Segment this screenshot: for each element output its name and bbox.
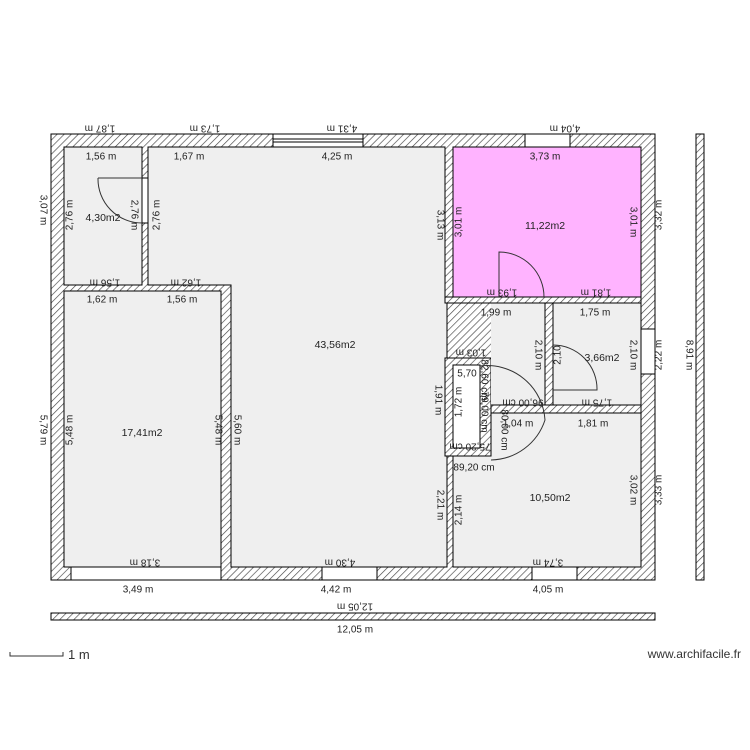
dimension-label: 82,60 cm <box>478 359 489 400</box>
dimension-label: 5,60 m <box>231 415 242 446</box>
dimension-label: 2,76 m <box>128 200 139 231</box>
dimension-label: 1,67 m <box>174 152 205 163</box>
closet <box>452 364 481 449</box>
dimension-label: 3,33 m <box>654 475 665 506</box>
dimension-label: 1,56 m <box>90 276 121 287</box>
dimension-label: 1,62 m <box>171 276 202 287</box>
room-bedroom-left <box>63 290 222 568</box>
dimension-label: 1,04 m <box>503 419 534 430</box>
dimension-label: 1,81 m <box>581 286 612 297</box>
hallway-wall-top <box>444 296 642 304</box>
room-area-label: 43,56m2 <box>315 339 356 351</box>
dimension-label: 3,18 m <box>130 556 161 567</box>
dimension-label: 79,00 cm <box>478 391 489 432</box>
dimension-label: 3,01 m <box>627 207 638 238</box>
dimension-label: 1,99 m <box>481 308 512 319</box>
room-area-label: 4,30m2 <box>85 212 120 224</box>
door-pink <box>498 251 545 298</box>
dimension-label: 1,73 m <box>190 122 221 133</box>
dimension-label: 3,13 m <box>434 210 445 241</box>
dimension-label: 1,87 m <box>85 122 116 133</box>
room-area-label: 3,66m2 <box>584 352 619 364</box>
hallway-wall-bottom <box>490 404 642 414</box>
room-living <box>147 146 448 568</box>
window-right-bath <box>640 328 656 375</box>
window-top-living <box>272 133 364 148</box>
window-bottom-left <box>70 566 222 581</box>
door-wc <box>97 177 143 224</box>
dimension-label: 5,79 m <box>37 415 48 446</box>
window-bottom-right <box>531 566 578 581</box>
dimension-label: 2,22 m <box>654 340 665 371</box>
dimension-label: 3,02 m <box>627 475 638 506</box>
dimension-label: 3,49 m <box>123 585 154 596</box>
watermark: www.archifacile.fr <box>647 647 741 661</box>
dimension-label: 5,48 m <box>65 415 76 446</box>
dimension-label: 1,75 m <box>582 396 613 407</box>
dimension-label: 4,30 m <box>325 556 356 567</box>
dimension-label: 4,04 m <box>550 122 581 133</box>
dimension-label: 75,20 cm <box>449 440 490 451</box>
window-bottom-living <box>321 566 378 581</box>
dimension-label: 12,05 m <box>337 600 373 611</box>
dimension-label: 1,91 m <box>432 385 443 416</box>
dimension-label: 96,00 cm <box>502 396 543 407</box>
window-top-pink <box>524 133 571 148</box>
right-wall-measure <box>695 133 705 581</box>
dimension-label: 1,62 m <box>87 295 118 306</box>
dimension-label: 3,01 m <box>454 207 465 238</box>
dimension-label: 1,56 m <box>86 152 117 163</box>
room-area-label: 17,41m2 <box>122 427 163 439</box>
bottom-wall-measure <box>50 612 656 621</box>
room-area-label: 11,22m2 <box>525 220 565 232</box>
door-bath <box>552 344 598 391</box>
dimension-labels: 1,87 m 1,73 m 4,31 m 4,04 m 1,56 m 1,67 m 4,25… <box>37 122 694 635</box>
dimension-label: 12,05 m <box>337 625 373 636</box>
dimension-label: 1,75 m <box>580 308 611 319</box>
door-closet <box>479 365 546 461</box>
dimension-label: 1,56 m <box>167 295 198 306</box>
dimension-label: 2,21 m <box>434 490 445 521</box>
dimension-label: 5,70 <box>457 369 477 380</box>
scale-label: 1 m <box>68 647 90 662</box>
dimension-label: 3,32 m <box>654 200 665 231</box>
dimension-label: 2,14 m <box>454 495 465 526</box>
dimension-label: 8,91 m <box>683 340 694 371</box>
dimension-label: 2,10 m <box>627 340 638 371</box>
dimension-label: 3,74 m <box>533 556 564 567</box>
dimension-label: 2,76 m <box>65 200 76 231</box>
dimension-label: 4,25 m <box>322 152 353 163</box>
dimension-label: 1,03 m <box>456 346 487 357</box>
dimension-label: 2,10 m <box>532 340 543 371</box>
dimension-label: 4,42 m <box>321 585 352 596</box>
door-gap-wc <box>141 177 149 224</box>
dimension-label: 4,05 m <box>533 585 564 596</box>
dimension-label: 2,76 m <box>152 200 163 231</box>
dimension-label: 4,31 m <box>327 122 358 133</box>
dimension-label: 1,81 m <box>578 419 609 430</box>
dimension-label: 1,72 m <box>454 387 465 418</box>
dimension-label: 3,07 m <box>37 195 48 226</box>
scale-bar <box>9 652 64 657</box>
room-bedroom-pink <box>452 146 642 298</box>
dimension-label: 5,48 m <box>212 415 223 446</box>
dimension-label: 1,93 m <box>487 286 518 297</box>
dimension-label: 80,00 cm <box>498 409 509 450</box>
dimension-label: 2,10 <box>553 345 564 365</box>
room-area-label: 10,50m2 <box>530 492 571 504</box>
dimension-label: 89,20 cm <box>453 463 494 474</box>
dimension-label: 3,73 m <box>530 152 561 163</box>
